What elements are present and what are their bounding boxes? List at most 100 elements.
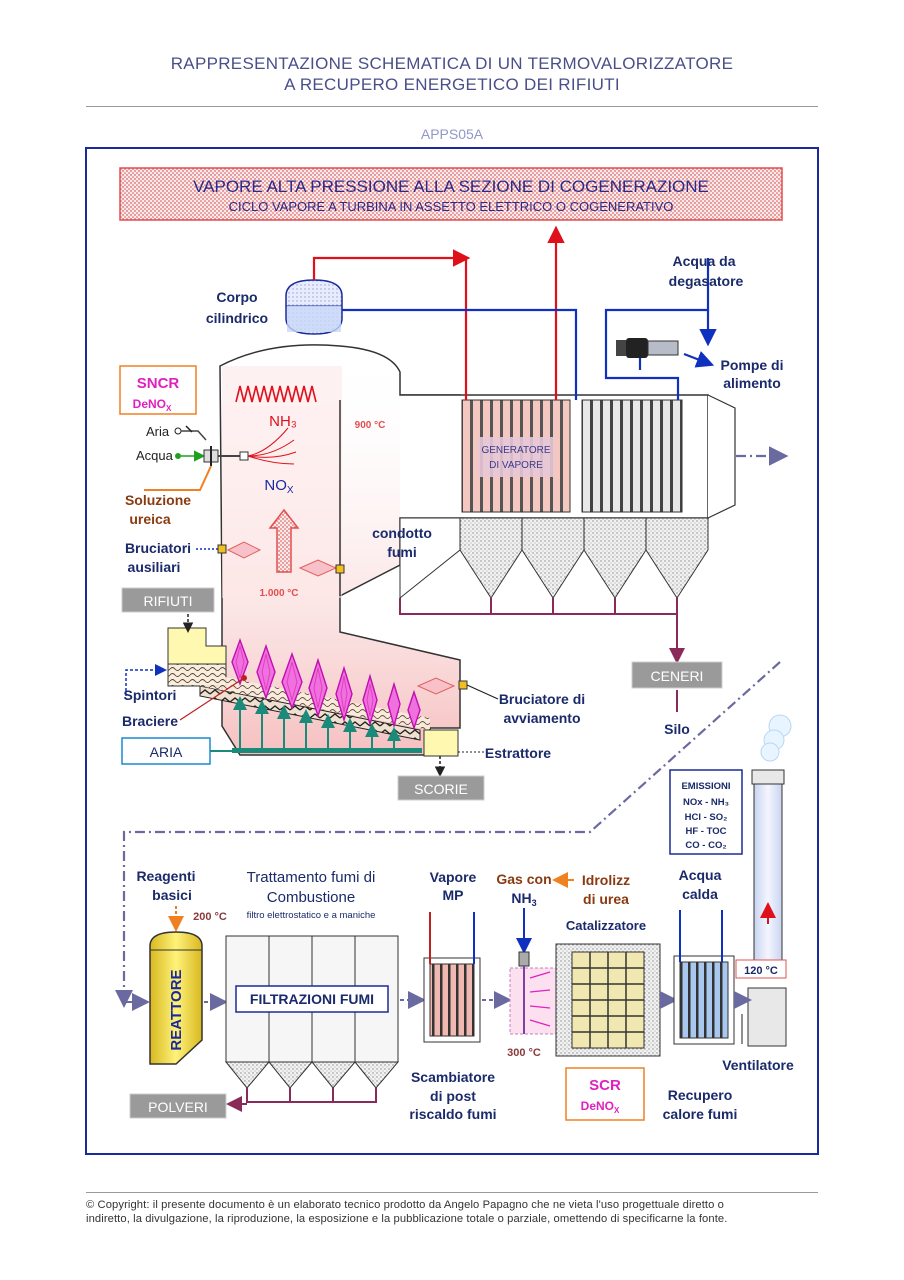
trattamento-label-3: filtro elettrostatico e a maniche bbox=[247, 910, 376, 921]
ash-hoppers bbox=[399, 517, 709, 600]
ventilatore-label: Ventilatore bbox=[722, 1057, 794, 1073]
acqua-degasatore-label-1: Acqua da bbox=[672, 253, 735, 269]
air-distributor bbox=[232, 748, 422, 753]
aria-small-label: Aria bbox=[146, 424, 170, 439]
estrattore-label: Estrattore bbox=[485, 745, 551, 761]
emissioni-title: EMISSIONI bbox=[681, 781, 730, 792]
auxiliary-burners bbox=[217, 541, 345, 577]
rifiuti-box: RIFIUTI bbox=[121, 587, 215, 613]
scr-label: SCR bbox=[589, 1077, 621, 1094]
boiler-furnace: GENERATORE DI VAPORE bbox=[167, 344, 736, 757]
temp-900-label: 900 °C bbox=[355, 420, 386, 431]
scr-denox-label: DeNO bbox=[581, 1099, 614, 1113]
temp-1000-label: 1.000 °C bbox=[259, 588, 298, 599]
primary-air-arrows bbox=[233, 696, 401, 748]
soluzione-label-2: ureica bbox=[129, 511, 170, 527]
trattamento-label-1: Trattamento fumi di bbox=[247, 869, 376, 886]
steam-drum bbox=[285, 279, 343, 335]
banner-line-1: VAPORE ALTA PRESSIONE ALLA SEZIONE DI CO… bbox=[193, 177, 709, 196]
nh3-spray bbox=[247, 427, 297, 465]
generatore-label-1: GENERATORE bbox=[481, 445, 550, 456]
heat-recovery-exchanger bbox=[673, 910, 735, 1045]
economizer-bundle bbox=[581, 399, 683, 513]
ceneri-box: CENERI bbox=[631, 661, 723, 689]
bruciatori-label-1: Bruciatori bbox=[125, 540, 191, 556]
scorie-label: SCORIE bbox=[414, 781, 468, 797]
acqua-calda-label-2: calda bbox=[682, 886, 718, 902]
reactor: REATTORE bbox=[149, 931, 203, 1065]
gas-nh3-label: NH bbox=[511, 890, 531, 906]
copyright-line-2: indiretto, la divulgazione, la riproduzi… bbox=[86, 1213, 728, 1225]
nh3-injection bbox=[509, 908, 557, 1035]
copyright-line-1: © Copyright: il presente documento è un … bbox=[86, 1199, 724, 1211]
post-heating-exchanger bbox=[423, 912, 481, 1043]
nox-label: NO bbox=[264, 477, 287, 494]
svg-text:DeNOX: DeNOX bbox=[581, 1099, 620, 1115]
acqua-calda-label-1: Acqua bbox=[679, 867, 722, 883]
feed-pump bbox=[616, 338, 679, 358]
cogeneration-banner: VAPORE ALTA PRESSIONE ALLA SEZIONE DI CO… bbox=[119, 167, 783, 221]
startup-burner bbox=[416, 677, 468, 695]
sncr-nozzle bbox=[144, 425, 249, 491]
title-line-2: A RECUPERO ENERGETICO DEI RIFIUTI bbox=[284, 75, 620, 94]
nox-sub: X bbox=[287, 485, 294, 496]
reagenti-label-2: basici bbox=[152, 887, 192, 903]
spintori-label: Spintori bbox=[124, 687, 177, 703]
footer-divider bbox=[86, 1192, 818, 1193]
emissioni-4: CO - CO₂ bbox=[685, 840, 726, 851]
ceneri-label: CENERI bbox=[651, 668, 704, 684]
sncr-denox-label: DeNO bbox=[133, 397, 166, 411]
corpo-cilindrico-label-2: cilindrico bbox=[206, 310, 268, 326]
rifiuti-label: RIFIUTI bbox=[144, 593, 193, 609]
fabric-filter: FILTRAZIONI FUMI bbox=[224, 935, 400, 1089]
generatore-label-2: DI VAPORE bbox=[489, 460, 543, 471]
emissioni-1: NOx - NH₃ bbox=[683, 797, 729, 808]
sncr-denox-sub: X bbox=[166, 404, 172, 413]
acqua-small-label: Acqua bbox=[136, 448, 174, 463]
temp-120-label: 120 °C bbox=[744, 965, 778, 977]
soluzione-label-1: Soluzione bbox=[125, 492, 191, 508]
catalizzatore-label: Catalizzatore bbox=[566, 918, 646, 933]
braciere-label: Braciere bbox=[122, 713, 178, 729]
filtrazioni-label: FILTRAZIONI FUMI bbox=[250, 991, 374, 1007]
gas-nh3-sub: 3 bbox=[532, 898, 537, 908]
emissions-box: EMISSIONI NOx - NH₃ HCl - SO₂ HF - TOC C… bbox=[669, 769, 743, 855]
recupero-label-2: calore fumi bbox=[663, 1106, 738, 1122]
idrolizz-label-2: di urea bbox=[583, 891, 629, 907]
temp-200-label: 200 °C bbox=[193, 911, 227, 923]
temp-300-label: 300 °C bbox=[507, 1047, 541, 1059]
flue-gas-path bbox=[122, 446, 789, 1000]
scambiatore-label-3: riscaldo fumi bbox=[409, 1106, 496, 1122]
svg-text:DeNOX: DeNOX bbox=[133, 397, 172, 413]
scorie-box: SCORIE bbox=[397, 775, 485, 801]
vapore-mp-label-2: MP bbox=[443, 887, 464, 903]
temp-120-box: 120 °C bbox=[735, 959, 787, 979]
pompe-label-1: Pompe di bbox=[720, 357, 783, 373]
gas-con-label: Gas con bbox=[496, 871, 551, 887]
condotto-label-2: fumi bbox=[387, 544, 417, 560]
emissioni-3: HF - TOC bbox=[686, 826, 727, 837]
sncr-label: SNCR bbox=[137, 375, 180, 392]
scr-box: SCR DeNOX bbox=[565, 1067, 645, 1121]
nh3-label: NH₃ bbox=[269, 413, 297, 430]
svg-text:NOX: NOX bbox=[264, 477, 294, 496]
acqua-degasatore-label-2: degasatore bbox=[669, 273, 744, 289]
title-line-1: RAPPRESENTAZIONE SCHEMATICA DI UN TERMOV… bbox=[170, 54, 734, 73]
pompe-label-2: alimento bbox=[723, 375, 781, 391]
diagram-frame bbox=[85, 147, 819, 1155]
condotto-label-1: condotto bbox=[372, 525, 432, 541]
aria-box: ARIA bbox=[121, 737, 211, 765]
banner-line-2: CICLO VAPORE A TURBINA IN ASSETTO ELETTR… bbox=[229, 199, 674, 214]
reactor-label: REATTORE bbox=[168, 969, 185, 1050]
scr-catalyst bbox=[555, 943, 661, 1057]
scr-denox-sub: X bbox=[614, 1106, 620, 1115]
scambiatore-label-1: Scambiatore bbox=[411, 1069, 495, 1085]
header-divider bbox=[86, 106, 818, 107]
svg-text:NH3: NH3 bbox=[511, 890, 536, 908]
reagenti-label-1: Reagenti bbox=[136, 868, 195, 884]
recupero-label-1: Recupero bbox=[668, 1087, 733, 1103]
polveri-label: POLVERI bbox=[148, 1099, 208, 1115]
idrolizz-label-1: Idrolizz bbox=[582, 872, 630, 888]
trattamento-label-2: Combustione bbox=[267, 889, 355, 906]
